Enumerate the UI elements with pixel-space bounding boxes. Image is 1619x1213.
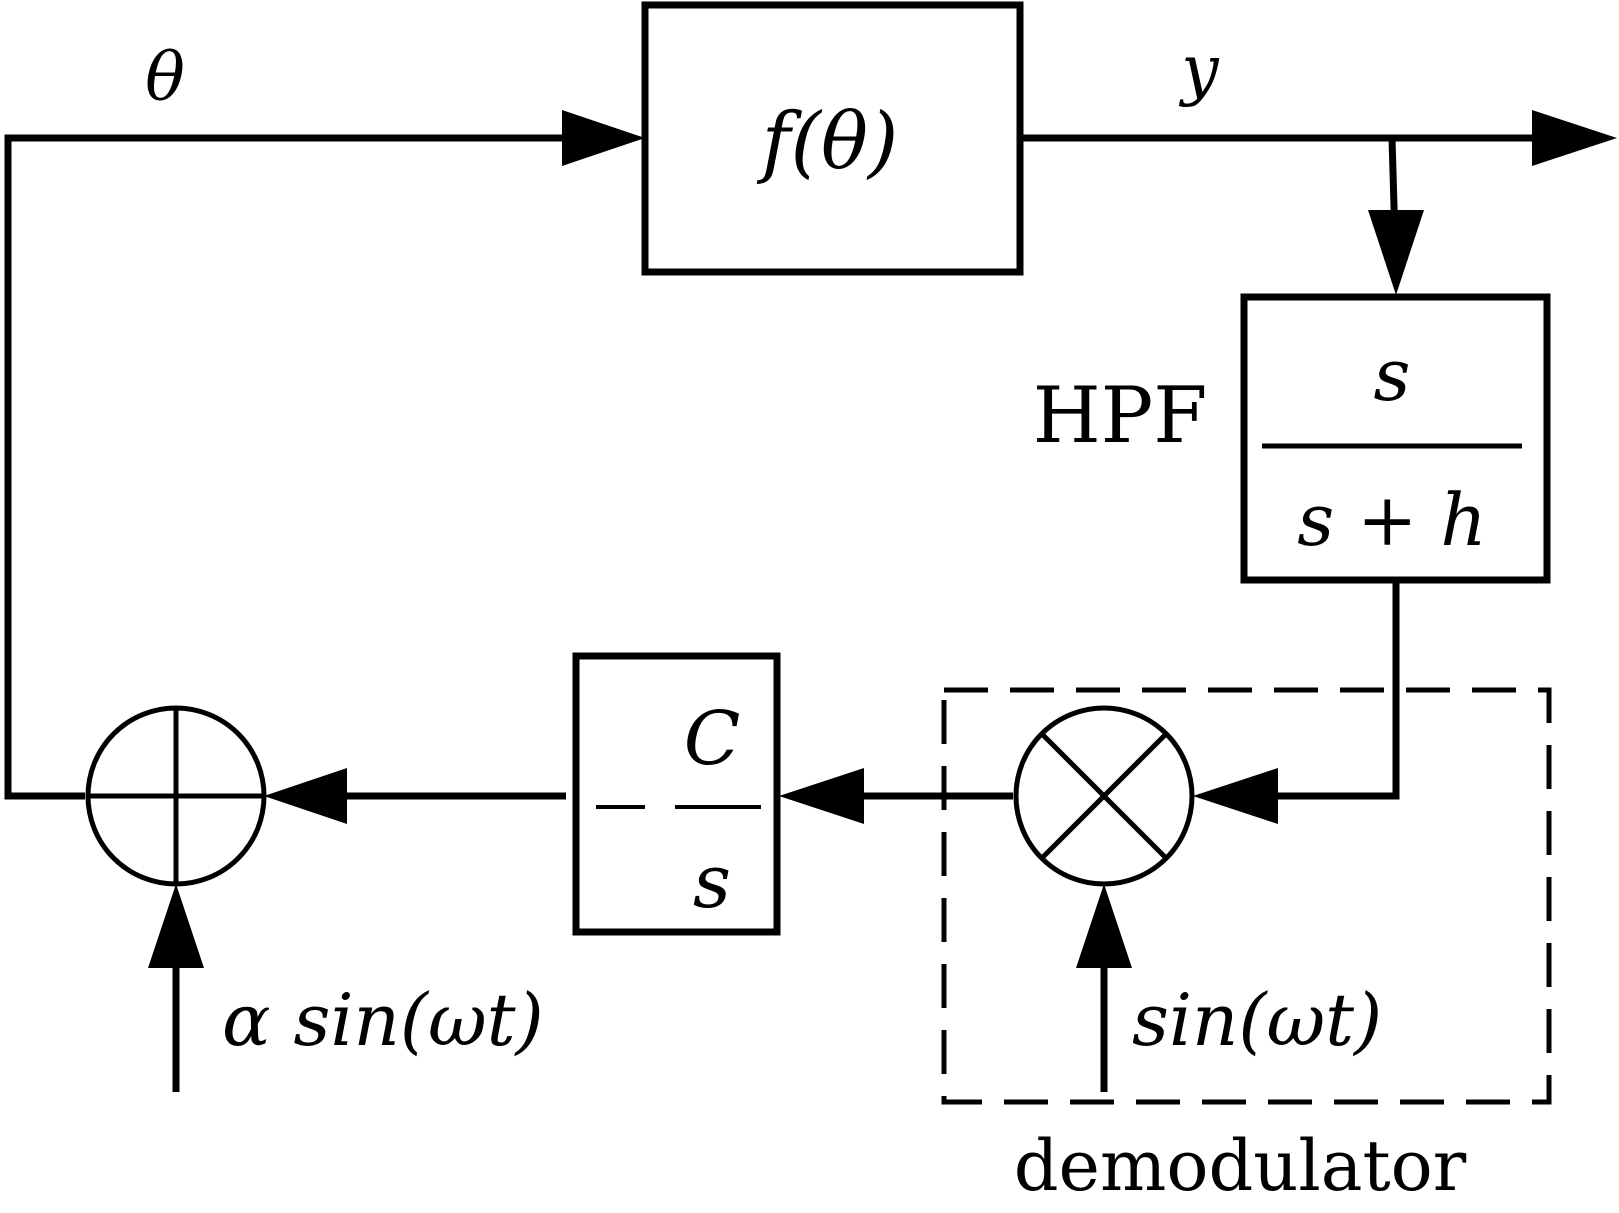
plant-block <box>641 1 1024 276</box>
arrow-output-y <box>1532 110 1617 166</box>
arrow-into-integrator <box>779 768 864 824</box>
hpf-block <box>1240 293 1551 584</box>
demod-ref-label: sin(ωt) <box>1132 978 1382 1062</box>
integrator-block <box>572 652 781 936</box>
arrow-into-summer <box>264 768 347 824</box>
theta-label: θ <box>145 39 185 116</box>
hpf-output-wire <box>1275 580 1400 800</box>
y-label: y <box>1178 31 1219 108</box>
plant-label: f(θ) <box>757 97 899 187</box>
integrator-denominator: s <box>693 839 731 925</box>
arrow-into-multiplier <box>1193 768 1278 824</box>
theta-feedback-wire <box>4 134 570 800</box>
hpf-denominator: s + h <box>1297 478 1486 562</box>
arrow-dither-up <box>148 884 204 968</box>
integrator-numerator: C <box>684 696 741 782</box>
arrow-demod-ref-up <box>1076 884 1132 968</box>
demodulator-label: demodulator <box>1014 1125 1467 1207</box>
arrow-into-plant <box>562 110 645 166</box>
hpf-numerator: s <box>1374 333 1411 417</box>
dither-label: α sin(ωt) <box>222 978 544 1062</box>
arrow-into-hpf <box>1368 210 1424 295</box>
hpf-label: HPF <box>1033 371 1208 461</box>
demodulator-region <box>941 687 1552 1105</box>
